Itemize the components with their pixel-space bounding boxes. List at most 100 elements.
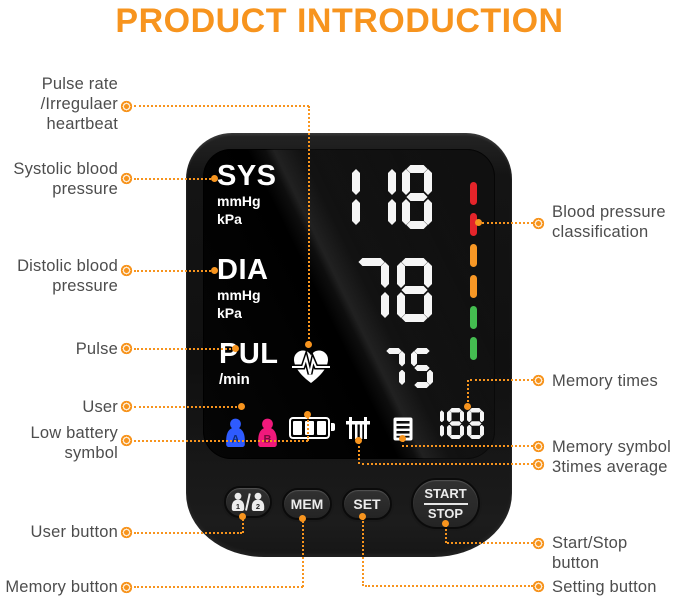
- callout-marker: [120, 172, 133, 185]
- callout-marker: [120, 264, 133, 277]
- stop-label: STOP: [427, 506, 464, 521]
- callout-marker: [120, 400, 133, 413]
- callout-distolic: Distolic blood pressure: [17, 257, 118, 295]
- callout-3times-average: 3times average: [552, 458, 668, 476]
- classification-segment: [470, 213, 477, 236]
- dia-unit-kpa: kPa: [217, 305, 242, 322]
- user-b-letter: B: [264, 434, 272, 446]
- leader-dot: [305, 341, 312, 348]
- dia-label-block: DIA mmHg kPa: [217, 255, 268, 321]
- classification-segment: [470, 306, 477, 329]
- leader-line: [134, 270, 214, 272]
- heartbeat-icon: [292, 349, 330, 383]
- leader-line: [308, 106, 310, 343]
- callout-systolic: Systolic blood pressure: [13, 160, 118, 198]
- dual-user-icon: 1 2: [231, 492, 265, 511]
- dia-label: DIA: [217, 254, 269, 286]
- leader-line: [134, 440, 308, 442]
- leader-line: [134, 586, 303, 588]
- callout-user: User: [82, 398, 118, 416]
- user-button[interactable]: 1 2: [224, 486, 272, 518]
- callout-marker: [120, 434, 133, 447]
- memory-count-display: [427, 408, 484, 439]
- leader-line: [406, 445, 533, 447]
- pul-unit: /min: [219, 371, 250, 389]
- page-title: PRODUCT INTRODUCTION: [115, 2, 564, 40]
- leader-line: [307, 417, 309, 441]
- leader-line: [134, 178, 214, 180]
- callout-marker: [120, 342, 133, 355]
- sys-label-block: SYS mmHg kPa: [217, 161, 277, 227]
- leader-dot: [238, 403, 245, 410]
- callout-marker: [532, 217, 545, 230]
- leader-line: [362, 518, 364, 586]
- callout-marker: [532, 440, 545, 453]
- set-button-label: SET: [353, 496, 381, 512]
- leader-line: [362, 463, 533, 465]
- start-label: START: [424, 486, 467, 501]
- leader-line: [358, 442, 360, 464]
- bp-classification-bar: [470, 182, 477, 368]
- callout-user-button: User button: [30, 523, 118, 541]
- callout-pulse-rate: Pulse rate /Irregulaer heartbeat: [40, 75, 118, 133]
- leader-line: [365, 585, 533, 587]
- callout-marker: [532, 374, 545, 387]
- leader-line: [402, 440, 404, 447]
- sys-unit-kpa: kPa: [217, 211, 242, 228]
- leader-line: [482, 222, 533, 224]
- leader-dot: [211, 175, 218, 182]
- pul-label: PUL: [219, 338, 279, 370]
- pul-value-display: [383, 348, 433, 388]
- callout-pulse: Pulse: [75, 340, 118, 358]
- leader-line: [134, 532, 242, 534]
- callout-memory-symbol: Memory symbol: [552, 438, 672, 456]
- leader-line: [302, 521, 304, 587]
- callout-memory-times: Memory times: [552, 372, 658, 390]
- leader-dot: [239, 513, 246, 520]
- callout-marker: [532, 458, 545, 471]
- leader-dot: [355, 437, 362, 444]
- callout-bp-classification: Blood pressure classification: [552, 203, 666, 241]
- battery-icon: [289, 417, 335, 439]
- leader-dot: [304, 411, 311, 418]
- sys-label: SYS: [217, 160, 277, 192]
- leader-line: [242, 519, 244, 533]
- callout-marker: [532, 537, 545, 550]
- leader-line: [447, 542, 533, 544]
- leader-dot: [475, 219, 482, 226]
- sys-value-display: [330, 165, 432, 229]
- leader-line: [134, 105, 309, 107]
- callout-start-stop-button: Start/Stop button: [552, 534, 628, 572]
- callout-marker: [120, 581, 133, 594]
- leader-dot: [359, 513, 366, 520]
- user-icon-number-2: 2: [256, 502, 260, 511]
- callout-low-battery: Low battery symbol: [30, 424, 118, 462]
- classification-segment: [470, 182, 477, 205]
- classification-segment: [470, 275, 477, 298]
- callout-marker: [120, 100, 133, 113]
- callout-setting-button: Setting button: [552, 578, 657, 596]
- user-a-letter: A: [232, 434, 240, 446]
- classification-segment: [470, 337, 477, 360]
- user-a-icon: A: [226, 418, 245, 447]
- leader-dot: [442, 520, 449, 527]
- dia-value-display: [354, 258, 432, 322]
- average-icon: [346, 417, 370, 439]
- user-icon-number-1: 1: [236, 502, 240, 511]
- mem-button[interactable]: MEM: [282, 488, 332, 520]
- callout-marker: [532, 580, 545, 593]
- leader-line: [445, 525, 447, 543]
- leader-line: [134, 348, 235, 350]
- mem-button-label: MEM: [290, 496, 324, 512]
- start-stop-divider: [423, 502, 468, 505]
- set-button[interactable]: SET: [342, 488, 392, 520]
- leader-dot: [399, 435, 406, 442]
- leader-line: [467, 380, 469, 406]
- callout-marker: [120, 526, 133, 539]
- sys-unit-mmhg: mmHg: [217, 193, 261, 210]
- leader-line: [134, 406, 241, 408]
- classification-segment: [470, 244, 477, 267]
- leader-dot: [464, 403, 471, 410]
- lcd-screen: SYS mmHg kPa DIA mmHg kPa PUL /min: [203, 149, 495, 459]
